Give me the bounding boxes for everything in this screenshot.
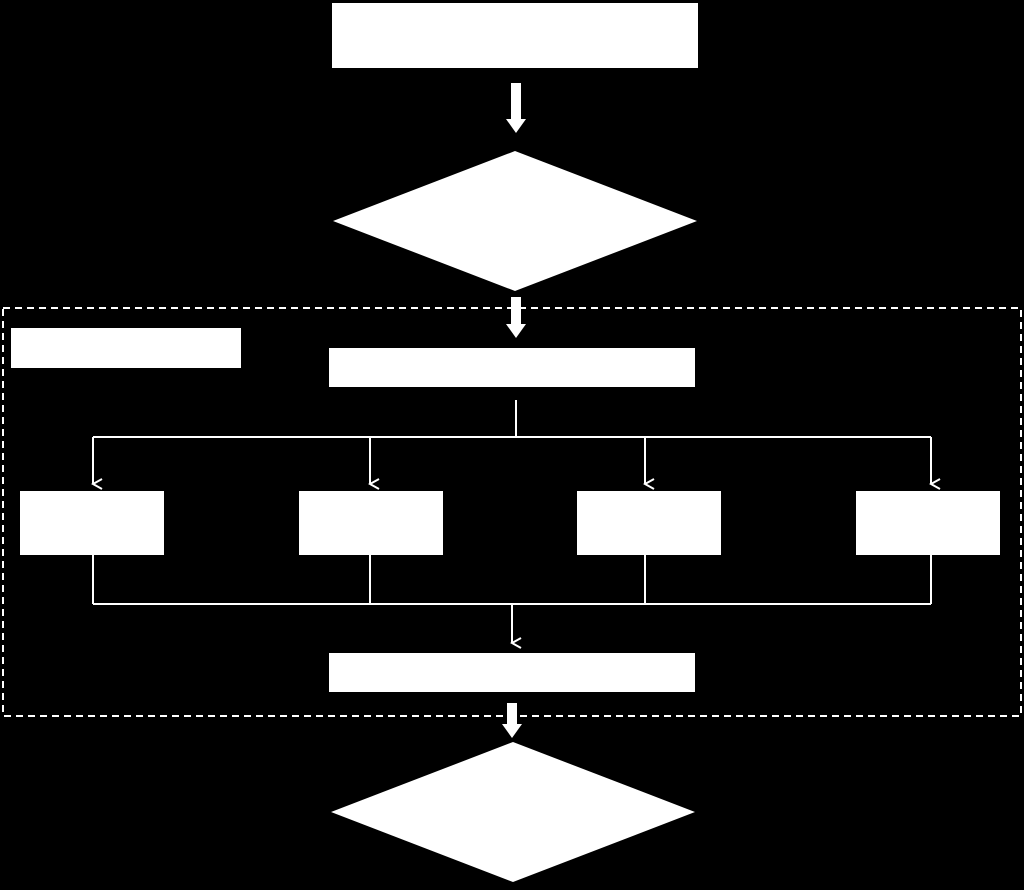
branch-box-4 bbox=[856, 491, 1000, 555]
branch-box-1 bbox=[20, 491, 164, 555]
branch-box-2 bbox=[299, 491, 443, 555]
thick-arrow-2 bbox=[506, 297, 526, 338]
decision-top-diamond bbox=[333, 151, 697, 291]
fan-out-connector bbox=[93, 400, 931, 484]
branch-box-3 bbox=[577, 491, 721, 555]
fan-in-connector bbox=[92, 555, 932, 643]
start-box bbox=[332, 3, 698, 68]
group-label-box bbox=[11, 328, 241, 368]
thick-arrow-3 bbox=[502, 703, 522, 738]
distribute-box bbox=[329, 348, 695, 387]
thick-arrow-1 bbox=[506, 83, 526, 133]
decision-bottom-diamond bbox=[331, 742, 695, 882]
merge-box bbox=[329, 653, 695, 692]
